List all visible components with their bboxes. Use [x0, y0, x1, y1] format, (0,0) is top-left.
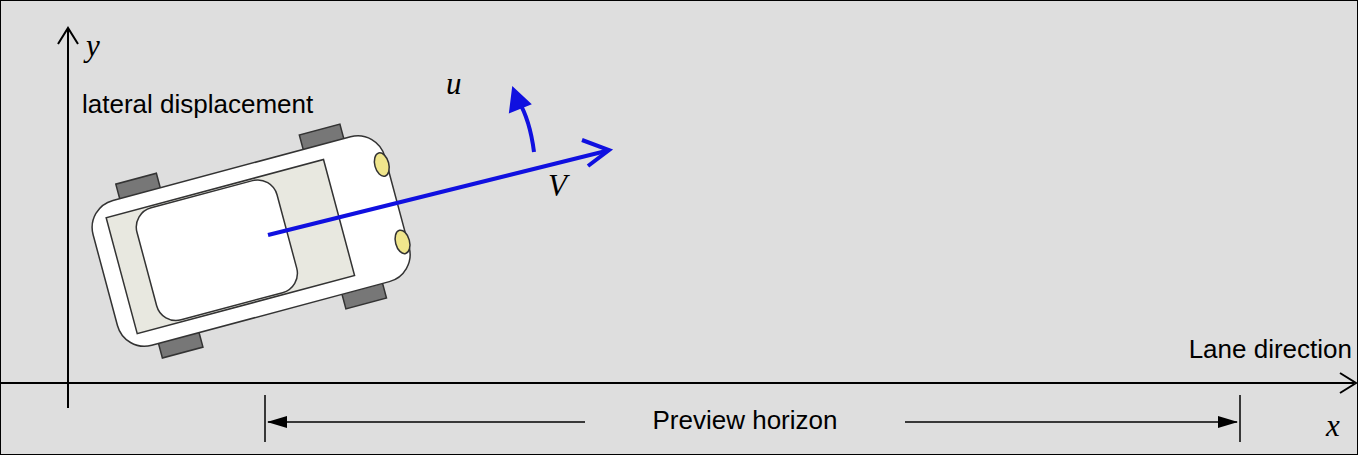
- horizon-tick: [1239, 395, 1241, 442]
- velocity-vector: [268, 151, 606, 235]
- horizon-tick: [264, 395, 266, 442]
- velocity-symbol: V: [548, 168, 567, 204]
- x-axis: [0, 382, 1354, 384]
- horizon-arrowhead: [267, 416, 287, 428]
- horizon-line: [268, 421, 585, 423]
- headlight: [393, 228, 413, 255]
- axis-name: y: [86, 28, 100, 64]
- car-windows: [106, 160, 354, 334]
- dimension-label: Preview horizon: [647, 406, 844, 436]
- car-body: [86, 130, 417, 353]
- horizon-arrowhead: [1218, 416, 1238, 428]
- headlight: [372, 151, 392, 178]
- velocity-arrowhead: [582, 140, 609, 166]
- axis-caption: Lane direction: [1189, 335, 1352, 365]
- car-drawing: [82, 115, 422, 368]
- input-symbol: u: [446, 66, 462, 102]
- steering-arrowhead: [510, 88, 530, 112]
- axis-name: x: [1326, 408, 1340, 444]
- car-roof: [132, 175, 302, 325]
- axis-caption: lateral displacement: [82, 90, 322, 120]
- horizon-line: [905, 421, 1237, 423]
- y-axis: [67, 30, 69, 408]
- x-axis-arrowhead: [1340, 373, 1356, 393]
- y-axis-arrowhead: [58, 28, 78, 44]
